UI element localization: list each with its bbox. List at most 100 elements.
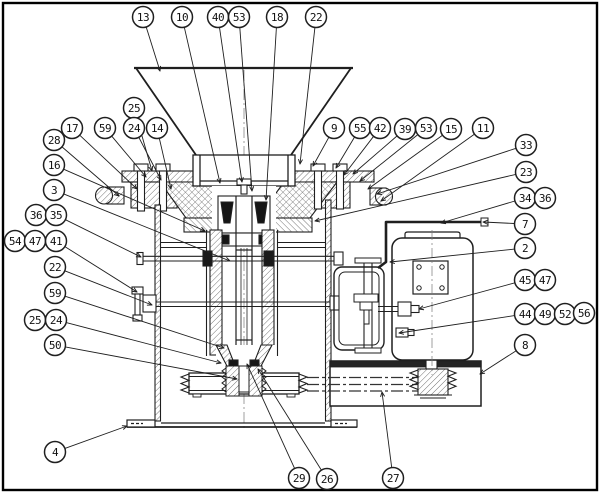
balloon-number: 2	[522, 242, 528, 255]
balloon-circle	[60, 116, 84, 140]
balloon-47: 47	[533, 268, 557, 292]
balloon-number: 47	[539, 274, 551, 287]
leader-line-22	[300, 27, 316, 164]
balloon-24: 24	[122, 116, 146, 140]
balloon-17: 17	[60, 116, 84, 140]
balloon-8: 8	[513, 333, 537, 357]
leader-line-14	[158, 138, 171, 189]
bolt	[155, 163, 171, 212]
balloon-59: 59	[93, 116, 117, 140]
balloon-56: 56	[572, 301, 596, 325]
leader-line-42	[344, 136, 374, 175]
balloon-15: 15	[439, 117, 463, 141]
balloon-47: 47	[23, 229, 47, 253]
leader-line-39	[353, 135, 398, 174]
balloon-circle	[513, 333, 537, 357]
balloon-36: 36	[24, 203, 48, 227]
balloon-27: 27	[381, 466, 405, 490]
balloon-number: 53	[233, 11, 245, 24]
balloon-number: 13	[137, 11, 149, 24]
balloon-29: 29	[287, 466, 311, 490]
balloon-22: 22	[43, 255, 67, 279]
balloon-24: 24	[44, 308, 68, 332]
balloon-number: 18	[271, 11, 283, 24]
leader-line-53	[360, 134, 419, 181]
balloon-circle	[322, 116, 346, 140]
balloon-circle	[414, 116, 438, 140]
top-adjusting-bolt	[236, 178, 252, 186]
leader-line-13	[145, 26, 160, 71]
balloon-number: 25	[29, 314, 41, 327]
balloon-number: 10	[176, 11, 188, 24]
balloon-circle	[93, 116, 117, 140]
leader-line-9	[313, 136, 330, 166]
balloon-number: 28	[48, 134, 60, 147]
balloon-number: 42	[374, 122, 386, 135]
balloon-36: 36	[533, 186, 557, 210]
balloon-number: 52	[559, 308, 571, 321]
leader-line-8	[480, 350, 517, 374]
leader-line-11	[381, 133, 475, 201]
balloon-40: 40	[206, 5, 230, 29]
balloon-18: 18	[265, 5, 289, 29]
motor-base-plate	[329, 360, 482, 407]
balloon-circle	[42, 128, 66, 152]
balloon-circle	[265, 5, 289, 29]
balloon-number: 29	[293, 472, 305, 485]
balloon-7: 7	[513, 212, 537, 236]
balloon-number: 47	[29, 235, 41, 248]
balloon-number: 23	[520, 166, 532, 179]
balloon-circle	[513, 212, 537, 236]
balloon-25: 25	[23, 308, 47, 332]
balloon-14: 14	[145, 116, 169, 140]
leader-line-44	[399, 315, 515, 333]
leader-line-40	[219, 27, 243, 182]
balloon-circle	[514, 160, 538, 184]
leader-line-53	[239, 27, 252, 192]
leader-line-45	[419, 282, 516, 309]
junction-box	[412, 260, 449, 295]
leader-line-18	[266, 27, 277, 201]
balloon-55: 55	[348, 116, 372, 140]
leader-line-23	[315, 173, 516, 221]
balloon-circle	[44, 229, 68, 253]
balloon-number: 59	[49, 287, 61, 300]
motor-pulley	[408, 357, 458, 399]
balloon-number: 15	[445, 123, 457, 136]
balloon-circle	[513, 236, 537, 260]
bolt	[310, 163, 326, 210]
tie-rod-upper	[136, 250, 344, 267]
leader-line-28	[61, 146, 119, 196]
balloon-25: 25	[122, 96, 146, 120]
balloon-circle	[44, 203, 68, 227]
leader-line-2	[390, 248, 515, 262]
balloon-circle	[533, 186, 557, 210]
balloon-circle	[122, 116, 146, 140]
balloon-circle	[170, 5, 194, 29]
balloon-52: 52	[553, 302, 577, 326]
balloon-number: 26	[321, 473, 333, 486]
balloon-26: 26	[315, 467, 339, 491]
balloon-circle	[439, 117, 463, 141]
balloon-3: 3	[42, 178, 66, 202]
leader-line-7	[483, 222, 515, 224]
leader-line-24	[66, 322, 221, 363]
balloon-circle	[315, 467, 339, 491]
balloon-22: 22	[304, 5, 328, 29]
tension-bracket	[333, 257, 385, 354]
balloon-44: 44	[513, 302, 537, 326]
balloon-10: 10	[170, 5, 194, 29]
balloon-49: 49	[533, 302, 557, 326]
balloon-9: 9	[322, 116, 346, 140]
balloon-23: 23	[514, 160, 538, 184]
balloon-number: 8	[522, 339, 528, 352]
motor	[378, 230, 474, 375]
right-foot	[330, 419, 358, 428]
balloon-number: 35	[50, 209, 62, 222]
balloon-53: 53	[414, 116, 438, 140]
balloon-number: 36	[539, 192, 551, 205]
balloon-number: 36	[30, 209, 42, 222]
